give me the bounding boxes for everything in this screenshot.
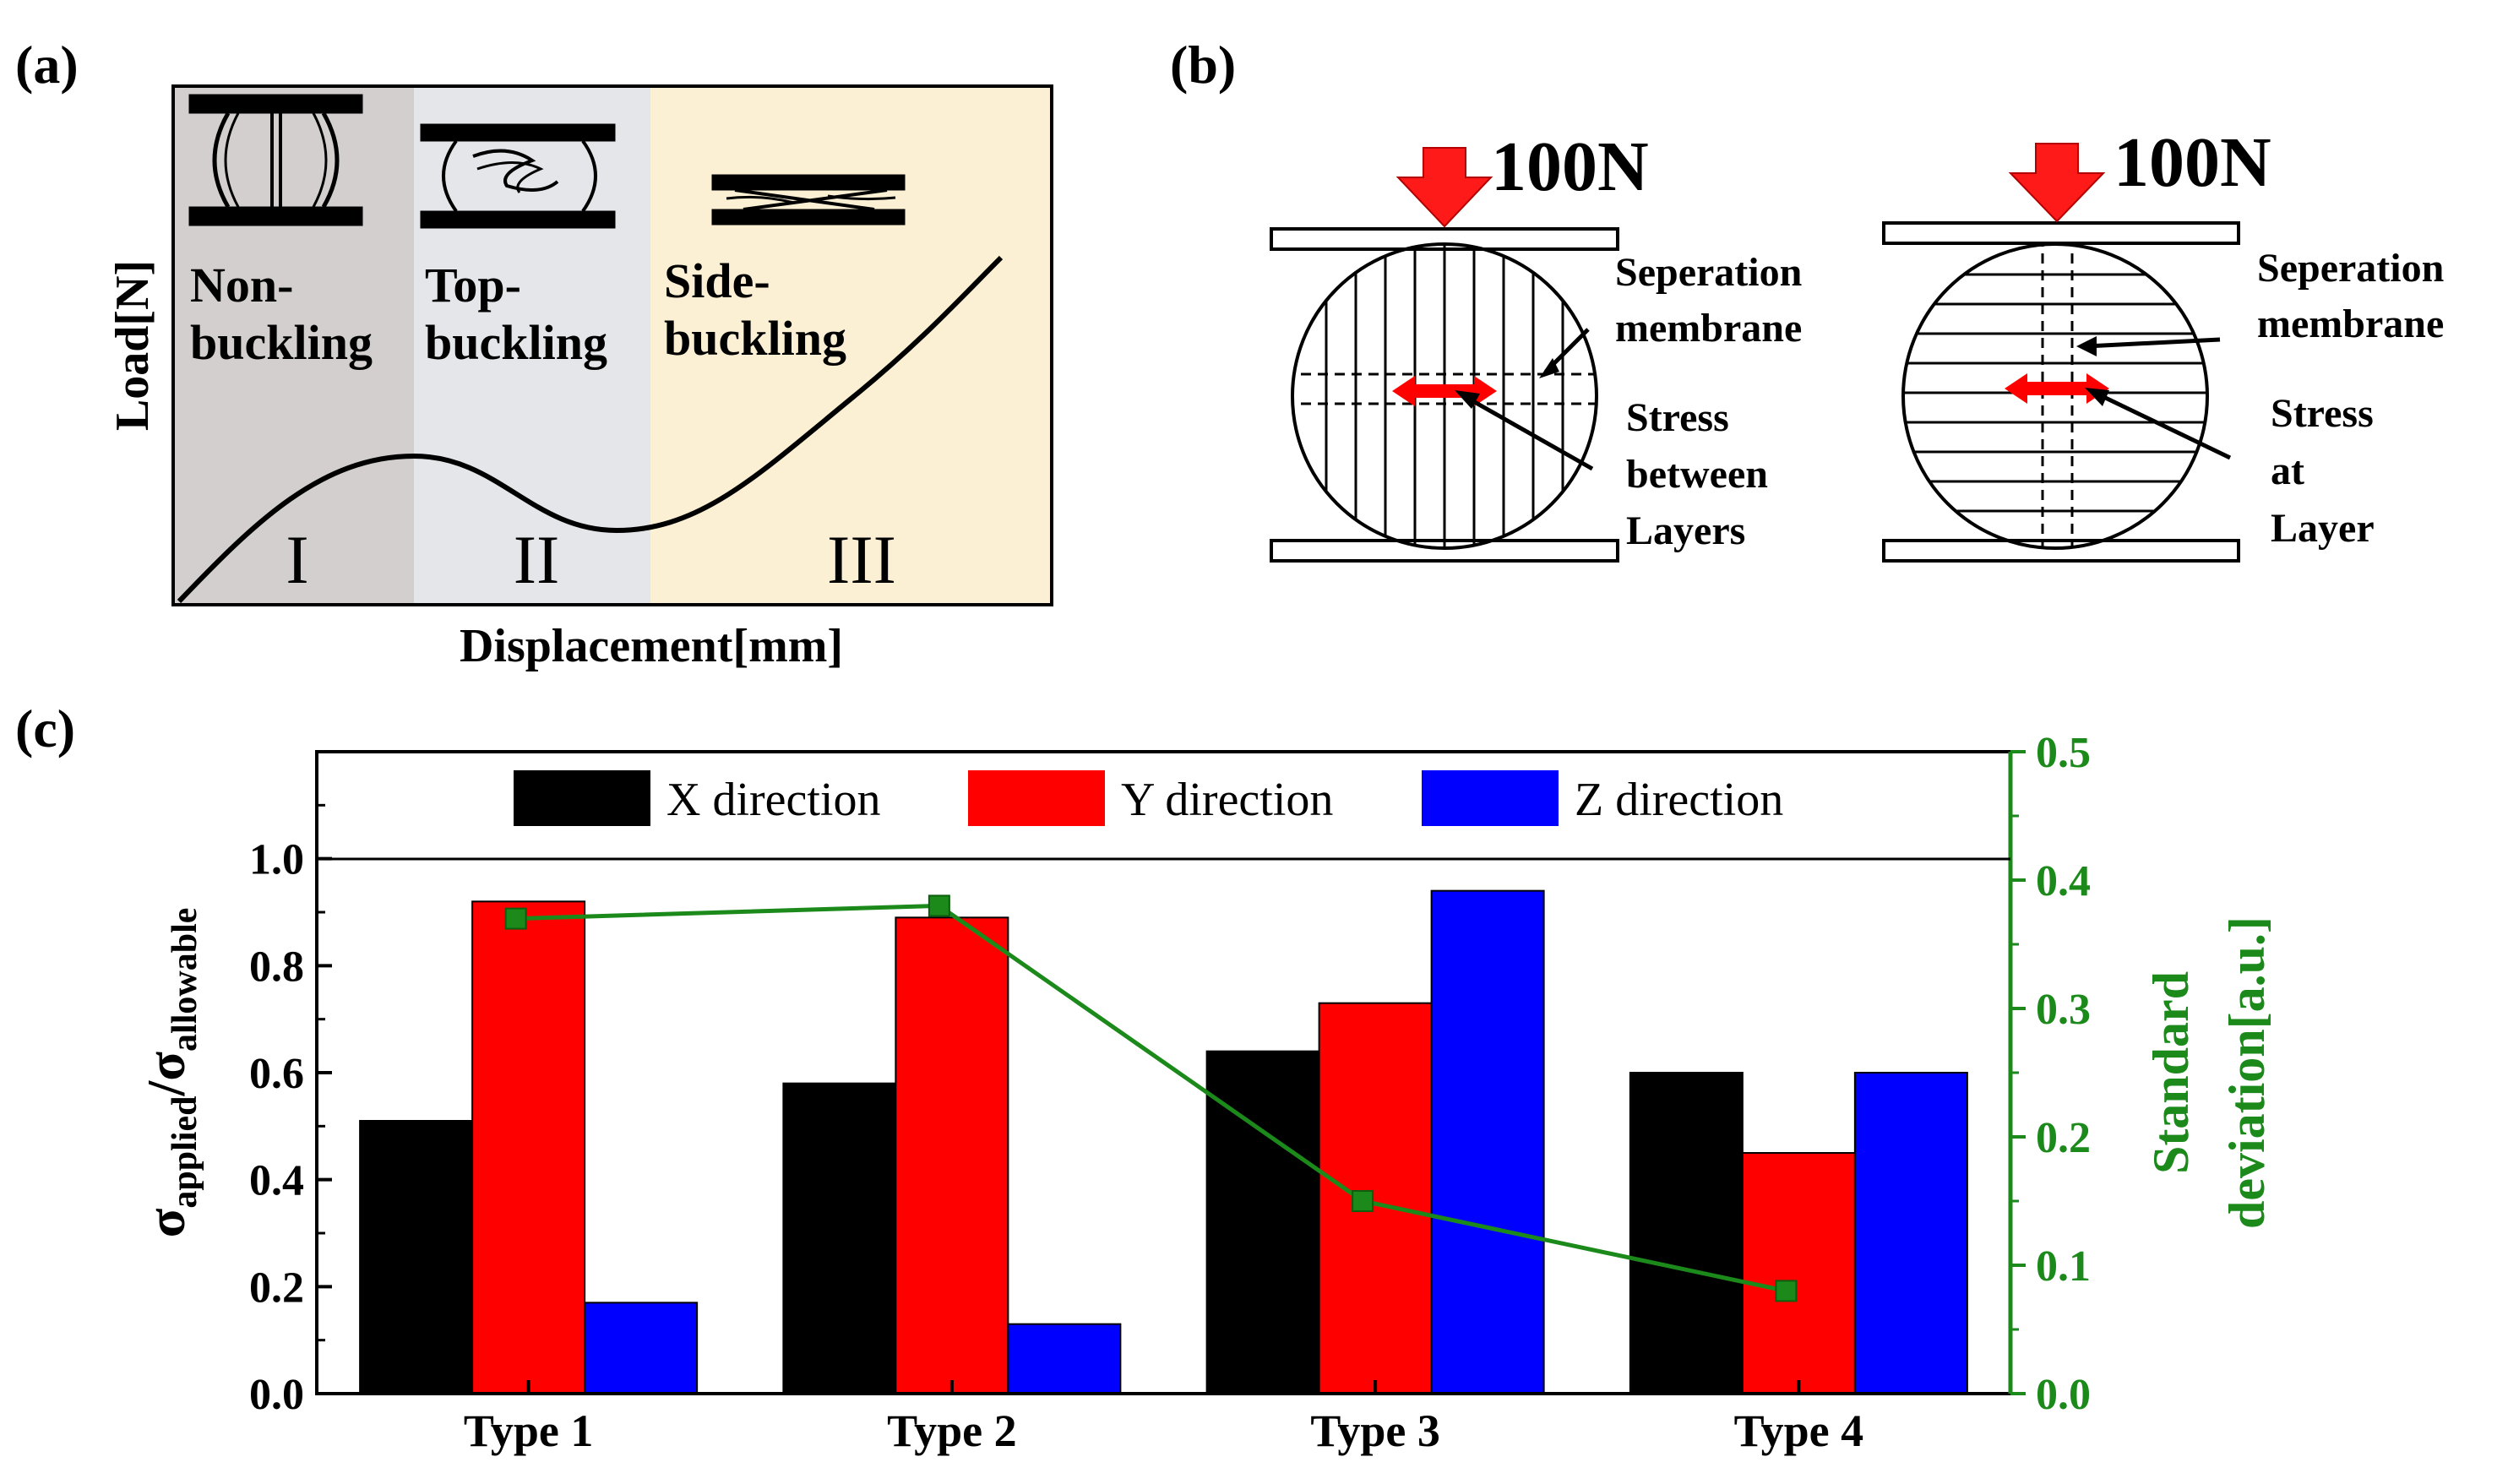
- bar-y-direction-type-3: [1318, 1002, 1433, 1394]
- bar-x-direction-type-1: [359, 1120, 474, 1394]
- stress-note-right-line2: at: [2271, 448, 2304, 493]
- right-tick-label: 0.1: [2036, 1242, 2091, 1291]
- stress-double-arrow-right: [2005, 373, 2109, 404]
- region-2-label-line1: Top-: [425, 258, 521, 313]
- bar-x-direction-type-3: [1205, 1050, 1320, 1394]
- bar-x-direction-type-2: [782, 1082, 897, 1394]
- ylabel-subscript-applied: applied: [166, 1096, 204, 1209]
- ylabel-subscript-allowable: allowable: [166, 908, 204, 1052]
- panel-a-label: (a): [15, 35, 79, 95]
- ylabel-slash: /: [136, 1080, 196, 1097]
- right-tick-label: 0.0: [2036, 1371, 2091, 1419]
- legend: X direction Y direction Z direction: [514, 770, 1783, 826]
- legend-label-x: X direction: [666, 774, 880, 826]
- x-tick-label: Type 2: [887, 1405, 1017, 1456]
- left-tick-label: 0.2: [249, 1264, 304, 1312]
- top-buckling-icon: [420, 123, 616, 229]
- legend-label-y: Y direction: [1121, 774, 1333, 826]
- panel-c: (c) 0.00.20.40.60.81.0 0.00.10.20.30.40.…: [15, 699, 2275, 1456]
- panel-a-xlabel: Displacement[mm]: [460, 620, 843, 672]
- region-1-background: [173, 86, 414, 605]
- right-axis-ticks: 0.0 0.1 0.2 0.3 0.4 0.5: [2010, 729, 2091, 1419]
- left-tick-label: 1.0: [249, 836, 304, 884]
- panel-b: (b) 100N: [1170, 35, 2444, 563]
- region-1-numeral: I: [286, 521, 308, 598]
- region-3-label-line2: buckling: [664, 311, 846, 366]
- bottom-plate-right: [1882, 539, 2240, 563]
- bar-z-direction-type-1: [584, 1302, 699, 1395]
- region-3-numeral: III: [827, 521, 896, 598]
- bottom-plate-left: [1270, 539, 1619, 563]
- top-plate-right: [1882, 221, 2240, 245]
- membrane-note-left-line1: Seperation: [1615, 250, 1802, 295]
- x-axis-labels: Type 1 Type 2 Type 3 Type 4: [464, 1380, 1863, 1456]
- bar-group: [359, 889, 1968, 1395]
- membrane-note-right-line1: Seperation: [2257, 246, 2444, 291]
- ylabel-sigma-1: σ: [136, 1208, 196, 1237]
- down-force-arrow-right: [2008, 143, 2106, 223]
- panel-c-y2label-line2: deviation[a.u.]: [2219, 916, 2275, 1229]
- right-tick-label: 0.5: [2036, 729, 2091, 777]
- std-dev-line: [515, 903, 1787, 1293]
- membrane-note-left-line2: membrane: [1615, 306, 1802, 351]
- region-3-label-line1: Side-: [664, 253, 770, 308]
- x-tick-label: Type 4: [1734, 1405, 1864, 1456]
- load-displacement-curve: [177, 255, 1004, 604]
- stress-note-left-line3: Layers: [1626, 508, 1745, 553]
- left-tick-label: 0.0: [249, 1371, 304, 1419]
- std-dev-point-4: [1775, 1280, 1798, 1302]
- panel-c-ylabel: σapplied/σallowable: [136, 908, 204, 1238]
- bar-z-direction-type-4: [1853, 1072, 1968, 1394]
- panel-c-y2label-line1: Standard: [2143, 971, 2199, 1174]
- bar-y-direction-type-4: [1741, 1152, 1856, 1394]
- x-tick-label: Type 3: [1310, 1405, 1440, 1456]
- legend-swatch-z: [1422, 770, 1559, 826]
- region-1-label-line1: Non-: [190, 258, 293, 313]
- right-tick-label: 0.3: [2036, 986, 2091, 1034]
- bar-z-direction-type-3: [1430, 889, 1545, 1394]
- std-dev-point-3: [1352, 1190, 1374, 1212]
- legend-swatch-x: [514, 770, 650, 826]
- right-tick-label: 0.4: [2036, 857, 2091, 905]
- stress-note-right-line1: Stress: [2271, 391, 2374, 436]
- legend-swatch-y: [968, 770, 1105, 826]
- std-dev-line-group: [504, 894, 1798, 1302]
- region-2-label-line2: buckling: [425, 315, 607, 370]
- region-1-label-line2: buckling: [190, 315, 373, 370]
- force-label-right: 100N: [2114, 123, 2271, 202]
- left-axis-ticks: 0.0 0.2 0.4 0.6 0.8 1.0: [249, 803, 332, 1419]
- panel-c-label: (c): [15, 699, 75, 758]
- right-tick-label: 0.2: [2036, 1114, 2091, 1162]
- bar-y-direction-type-2: [895, 916, 1009, 1395]
- stress-note-right-line3: Layer: [2271, 506, 2375, 551]
- panel-a: (a) Non- buckling Top: [15, 35, 1053, 672]
- bar-z-direction-type-2: [1007, 1323, 1122, 1394]
- stress-note-left-line1: Stress: [1626, 395, 1729, 440]
- left-tick-label: 0.8: [249, 943, 304, 991]
- bar-x-direction-type-4: [1629, 1072, 1744, 1394]
- left-tick-label: 0.4: [249, 1157, 304, 1205]
- legend-label-z: Z direction: [1575, 774, 1783, 826]
- side-buckling-icon: [711, 174, 906, 226]
- panel-b-label: (b): [1170, 35, 1236, 95]
- ylabel-sigma-2: σ: [136, 1052, 196, 1081]
- specimen-vertical-layers: 100N Seperation membrane Stress between …: [1270, 128, 1802, 563]
- svg-text:σapplied/σallowable: σapplied/σallowable: [136, 908, 204, 1238]
- stress-note-left-line2: between: [1626, 452, 1768, 497]
- x-tick-label: Type 1: [464, 1405, 594, 1456]
- down-force-arrow-left: [1395, 147, 1493, 228]
- membrane-note-right-line2: membrane: [2257, 302, 2444, 346]
- std-dev-point-2: [928, 894, 950, 917]
- std-dev-point-1: [504, 907, 527, 930]
- panel-a-ylabel: Load[N]: [106, 260, 159, 431]
- non-buckling-icon: [188, 94, 363, 226]
- panel-a-frame: [171, 84, 1053, 606]
- specimen-horizontal-layers: 100N Seperation membrane Stress at Layer: [1882, 123, 2444, 563]
- region-3-background: [650, 86, 1052, 605]
- force-label-left: 100N: [1491, 128, 1649, 206]
- bar-y-direction-type-1: [471, 900, 586, 1395]
- left-tick-label: 0.6: [249, 1050, 304, 1098]
- region-2-numeral: II: [514, 521, 560, 598]
